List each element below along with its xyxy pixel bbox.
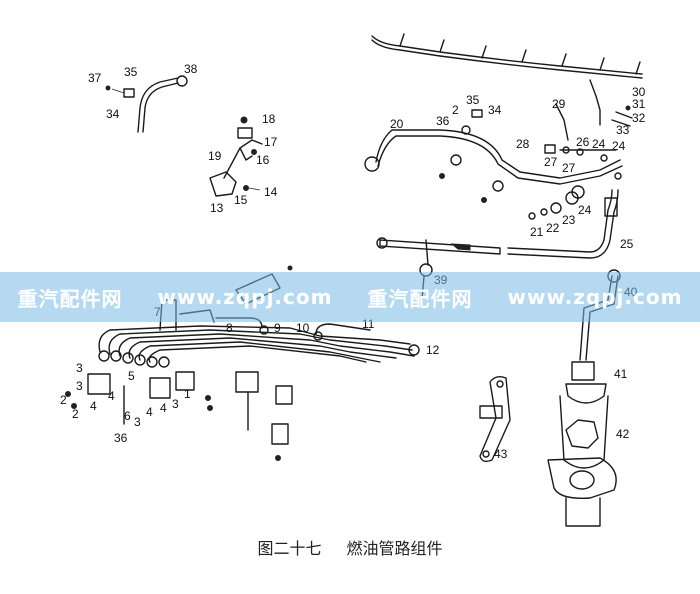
callout-label: 3 [134,415,141,429]
callout-label: 21 [530,225,544,239]
watermark-text: 重汽配件网 [17,286,123,311]
callout-label: 34 [488,103,502,117]
callout-label: 16 [256,153,270,167]
callout-label: 28 [516,137,530,151]
callout-label: 20 [390,117,404,131]
callout-label: 29 [552,97,566,111]
callout-label: 4 [108,389,115,403]
small-fuel-pipe-38 [105,75,188,133]
callout-label: 1 [184,387,191,401]
callout-label: 43 [494,447,508,461]
callout-label: 23 [562,213,576,227]
callout-label: 10 [296,321,310,335]
callout-labels: 37 35 38 34 18 17 16 19 13 15 14 20 36 2… [60,62,646,461]
callout-label: 22 [546,221,560,235]
part-43-bracket [479,375,511,463]
top-harness [371,33,643,126]
watermark-text: www.zqpj.com [507,285,683,309]
callout-label: 15 [234,193,248,207]
watermark-banner: 重汽配件网 www.zqpj.com 重汽配件网 www.zqpj.com [0,272,700,322]
callout-label: 24 [592,137,606,151]
callout-label: 4 [90,399,97,413]
callout-label: 42 [616,427,630,441]
callout-label: 34 [106,107,120,121]
callout-label: 19 [208,149,222,163]
fuel-line-20 [364,109,623,203]
callout-label: 24 [612,139,626,153]
callout-label: 8 [226,321,233,335]
callout-label: 13 [210,201,224,215]
fittings-26-33 [544,103,633,180]
callout-label: 4 [160,401,167,415]
callout-label: 33 [616,123,630,137]
callout-label: 6 [124,409,131,423]
callout-label: 3 [76,361,83,375]
callout-label: 2 [72,407,79,421]
callout-label: 24 [578,203,592,217]
callout-label: 38 [184,62,198,76]
bracket-assembly [209,116,263,197]
fuel-pipe-25 [507,189,619,259]
figure-caption: 图二十七 燃油管路组件 [0,535,700,559]
callout-label: 9 [274,321,281,335]
callout-label: 27 [544,155,558,169]
callout-label: 35 [124,65,138,79]
callout-label: 30 [632,85,646,99]
callout-label: 32 [632,111,646,125]
callout-label: 17 [264,135,278,149]
callout-label: 36 [436,114,450,128]
callout-label: 31 [632,97,646,111]
callout-label: 5 [128,369,135,383]
callout-label: 2 [452,103,459,117]
figure-number: 图二十七 [257,539,322,558]
callout-label: 12 [426,343,440,357]
callout-label: 3 [172,397,179,411]
callout-label: 27 [562,161,576,175]
callout-label: 3 [76,379,83,393]
callout-label: 41 [614,367,628,381]
callout-label: 18 [262,112,276,126]
callout-label: 37 [88,71,102,85]
callout-label: 25 [620,237,634,251]
callout-label: 4 [146,405,153,419]
callout-label: 36 [114,431,128,445]
watermark-text: 重汽配件网 [367,286,473,311]
figure-title: 燃油管路组件 [346,539,443,558]
callout-label: 26 [576,135,590,149]
watermark-text: www.zqpj.com [157,285,333,309]
callout-label: 2 [60,393,67,407]
callout-label: 35 [466,93,480,107]
callout-label: 14 [264,185,278,199]
